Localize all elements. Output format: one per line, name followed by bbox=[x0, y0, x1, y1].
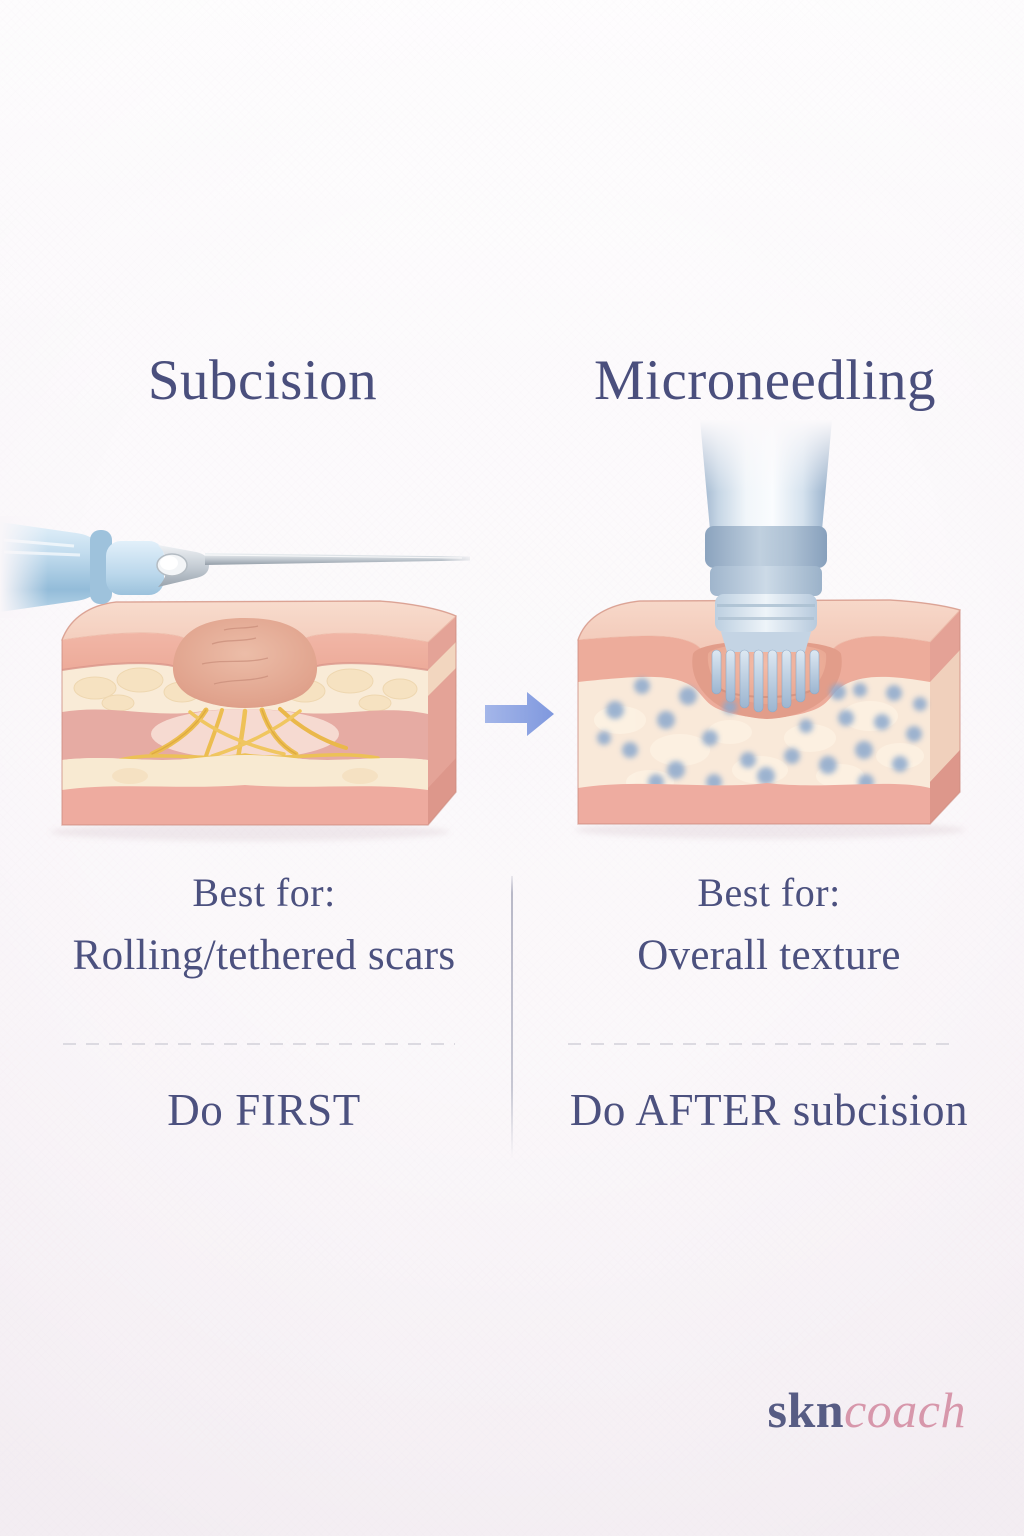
fat-lobule bbox=[342, 768, 378, 784]
micro-needles bbox=[711, 649, 820, 713]
subcision-illustration bbox=[0, 516, 470, 841]
barrel-collar bbox=[90, 530, 112, 604]
epidermis-band bbox=[62, 632, 428, 703]
pen-needle-base bbox=[721, 632, 811, 652]
collar-ridge bbox=[717, 604, 815, 607]
bottom-skin-band bbox=[62, 785, 428, 825]
brand-logo-prefix: skn bbox=[767, 1382, 845, 1438]
lower-fat-layer bbox=[62, 755, 428, 790]
skin-cross-section-rolling-scar bbox=[61, 600, 457, 826]
side-face-bottom-band bbox=[930, 750, 960, 824]
subcision-needle-instrument bbox=[0, 516, 470, 618]
side-face-fat-band bbox=[428, 642, 456, 696]
microneedling-pen bbox=[692, 420, 840, 713]
needle-hub bbox=[106, 541, 164, 595]
pen-grip-band bbox=[705, 526, 827, 568]
pen-mid-section bbox=[710, 566, 822, 596]
left-sequence-note: Do FIRST bbox=[167, 1085, 361, 1135]
needle-shaft bbox=[204, 553, 470, 565]
skin-block-outline bbox=[577, 599, 961, 825]
skin-block-outline bbox=[61, 600, 457, 826]
right-best-for-value: Overall texture bbox=[637, 932, 901, 979]
left-best-for-label: Best for: bbox=[192, 870, 336, 915]
microneedling-illustration bbox=[575, 420, 965, 839]
pen-top-fade bbox=[692, 420, 840, 492]
skin-block-shadow bbox=[575, 821, 965, 839]
left-best-for-value: Rolling/tethered scars bbox=[72, 932, 456, 979]
brand-logo-suffix: coach bbox=[844, 1382, 966, 1438]
barrel-left-fade bbox=[0, 516, 48, 618]
arrow-right-icon bbox=[485, 692, 554, 736]
left-column-title: Subcision bbox=[147, 349, 378, 412]
side-face-fat-band bbox=[930, 650, 960, 782]
pen-tip-collar bbox=[715, 594, 817, 632]
right-column-title: Microneedling bbox=[593, 349, 937, 412]
right-sequence-note: Do AFTER subcision bbox=[569, 1085, 969, 1135]
scar-depression-bulge bbox=[172, 618, 318, 708]
vertical-column-divider bbox=[511, 876, 513, 1158]
bottom-skin-band bbox=[578, 783, 930, 824]
right-best-for-label: Best for: bbox=[697, 870, 841, 915]
right-dashed-divider bbox=[568, 1043, 954, 1045]
fat-lobule bbox=[112, 768, 148, 784]
left-dashed-divider bbox=[63, 1043, 455, 1045]
brand-logo: skncoach bbox=[768, 1381, 966, 1439]
collar-ridge bbox=[718, 617, 814, 620]
skin-block-shadow bbox=[50, 823, 450, 841]
socket-opening-highlight bbox=[160, 556, 178, 570]
side-face-bottom-band bbox=[428, 758, 456, 825]
